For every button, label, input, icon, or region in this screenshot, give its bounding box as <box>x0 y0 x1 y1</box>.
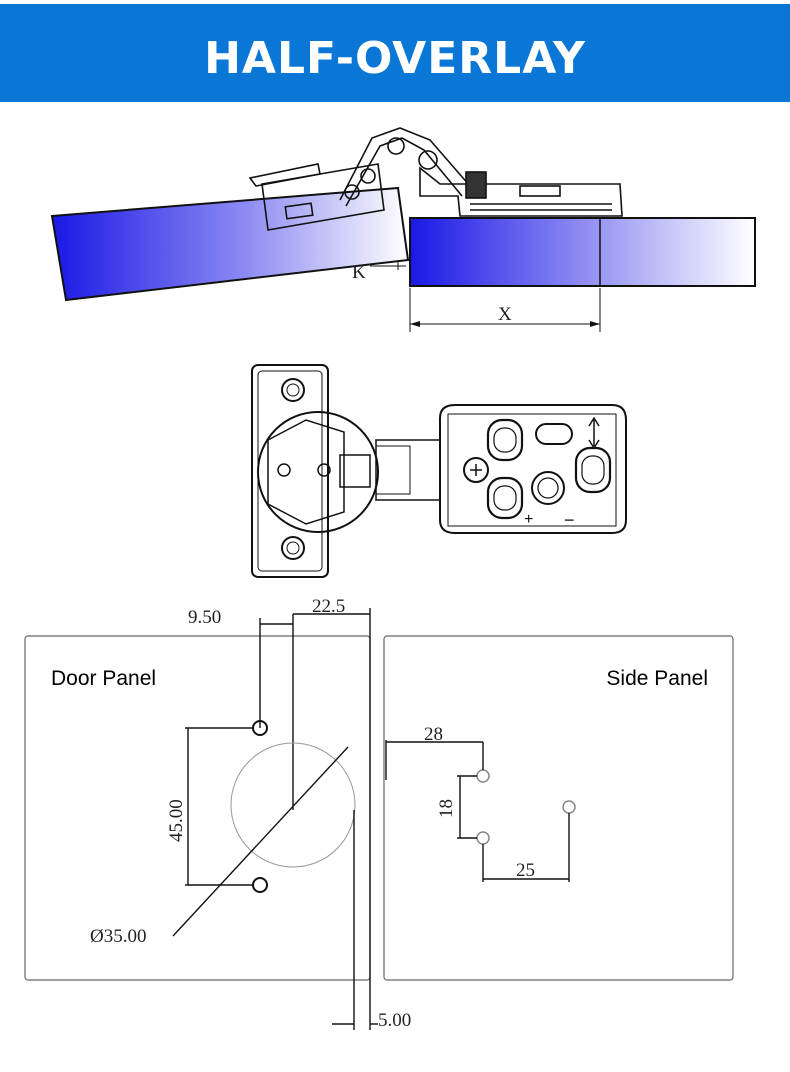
hinge-arm-top <box>439 404 627 534</box>
mounting-plate <box>251 364 329 578</box>
dim-5-00: 5.00 <box>378 1010 411 1031</box>
k-label: K <box>352 262 366 283</box>
x-label: X <box>498 304 512 325</box>
dim-22-5: 22.5 <box>312 596 345 617</box>
page-title: HALF-OVERLAY <box>204 33 586 84</box>
dim-45-00: 45.00 <box>166 799 187 842</box>
side-panel-label: Side Panel <box>606 667 708 690</box>
svg-text:+: + <box>524 511 533 528</box>
dim-18: 18 <box>436 799 457 818</box>
door-panel-label: Door Panel <box>51 667 156 690</box>
hinge-cup-side <box>248 127 471 231</box>
side-view: K X <box>50 127 756 332</box>
side-panel-side <box>409 217 756 287</box>
cup-hole <box>230 742 356 868</box>
dim-25: 25 <box>516 860 535 881</box>
hinge-cup-top <box>257 411 379 533</box>
dim-28: 28 <box>424 724 443 745</box>
side-panel-box <box>383 635 734 981</box>
drilling-diagram: Door Panel Side Panel <box>24 596 734 1031</box>
top-view: + − <box>251 364 627 578</box>
side-hole-1 <box>476 769 490 783</box>
dim-9-50: 9.50 <box>188 607 221 628</box>
dim-diameter-35: Ø35.00 <box>90 926 146 947</box>
hinge-arm-side <box>419 166 623 217</box>
side-hole-2 <box>476 831 490 845</box>
screw-hole-bottom <box>252 877 268 893</box>
side-hole-3 <box>562 800 576 814</box>
svg-text:−: − <box>564 510 575 530</box>
door-panel-side <box>50 186 410 302</box>
title-banner: HALF-OVERLAY <box>0 4 790 102</box>
